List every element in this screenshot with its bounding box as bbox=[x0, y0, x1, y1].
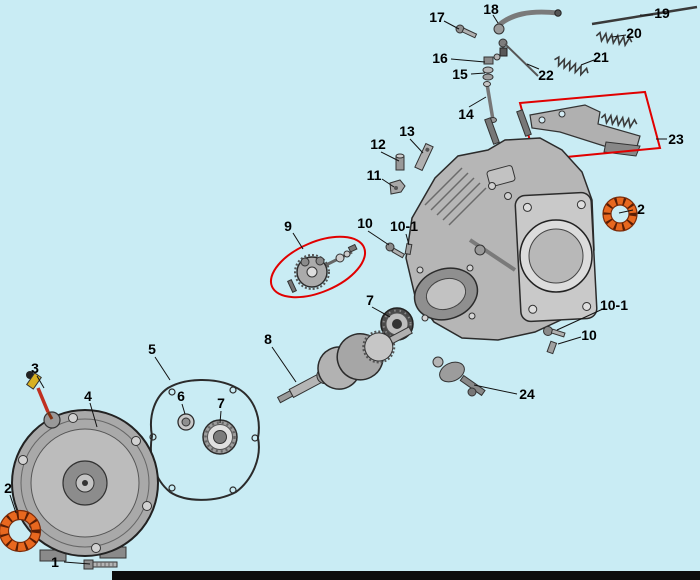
callout-21[interactable]: 21 bbox=[593, 49, 609, 65]
oil-seal-left bbox=[0, 509, 42, 553]
oil-seal-right bbox=[602, 196, 638, 232]
oil-filler-neck bbox=[43, 411, 61, 429]
governor-link-rod bbox=[504, 43, 539, 77]
case-pin-right bbox=[546, 340, 558, 355]
governor-gear-assembly bbox=[286, 243, 358, 293]
throttle-rod bbox=[591, 5, 698, 26]
callout-10-1-top[interactable]: 10-1 bbox=[389, 218, 419, 234]
callout-17[interactable]: 17 bbox=[429, 9, 445, 25]
callout-10-top[interactable]: 10 bbox=[357, 215, 373, 231]
side-plate bbox=[414, 142, 434, 172]
engine-block-illustration bbox=[405, 109, 598, 341]
dipstick-illustration bbox=[26, 371, 54, 420]
callout-12[interactable]: 12 bbox=[370, 136, 386, 152]
callout-7-mid[interactable]: 7 bbox=[366, 292, 374, 308]
callout-6[interactable]: 6 bbox=[177, 388, 185, 404]
governor-arm bbox=[493, 9, 562, 57]
callout-19[interactable]: 19 bbox=[654, 5, 670, 21]
control-bracket-assembly bbox=[529, 104, 641, 157]
pivot-pin bbox=[395, 153, 405, 171]
callout-2-left[interactable]: 2 bbox=[4, 480, 12, 496]
crankcase-cover-illustration bbox=[11, 409, 159, 562]
callout-24[interactable]: 24 bbox=[519, 386, 535, 402]
callout-5[interactable]: 5 bbox=[148, 341, 156, 357]
flange-bolt-illustration bbox=[83, 559, 118, 570]
breather-assembly bbox=[432, 356, 486, 397]
callout-20[interactable]: 20 bbox=[626, 25, 642, 41]
governor-rod-shaft bbox=[483, 81, 497, 123]
callout-7-left[interactable]: 7 bbox=[217, 395, 225, 411]
callout-18[interactable]: 18 bbox=[483, 1, 499, 17]
callout-16[interactable]: 16 bbox=[432, 50, 448, 66]
callout-10-1-right[interactable]: 10-1 bbox=[599, 297, 629, 313]
case-bolt-right bbox=[543, 326, 566, 338]
main-bearing-left bbox=[202, 419, 238, 455]
callout-1[interactable]: 1 bbox=[51, 554, 59, 570]
callout-4[interactable]: 4 bbox=[84, 388, 92, 404]
callout-23[interactable]: 23 bbox=[668, 131, 684, 147]
callout-8[interactable]: 8 bbox=[264, 331, 272, 347]
callout-2-right[interactable]: 2 bbox=[637, 201, 645, 217]
callout-3[interactable]: 3 bbox=[31, 360, 39, 376]
arm-nut bbox=[483, 53, 501, 65]
cooling-fins bbox=[424, 167, 487, 226]
callout-11[interactable]: 11 bbox=[366, 167, 382, 183]
crankshaft-illustration bbox=[276, 326, 413, 404]
gasket-illustration bbox=[149, 379, 260, 501]
case-bolt-top bbox=[385, 242, 406, 259]
callout-14[interactable]: 14 bbox=[458, 106, 474, 122]
bottom-bar bbox=[112, 571, 700, 580]
callout-10-right[interactable]: 10 bbox=[581, 327, 597, 343]
callout-22[interactable]: 22 bbox=[538, 67, 554, 83]
crankcase-opening bbox=[413, 264, 479, 322]
arm-pinch-bolt bbox=[455, 24, 478, 39]
leader-lines bbox=[9, 14, 667, 565]
governor-highlight-ellipse bbox=[269, 235, 367, 299]
intake-flange bbox=[486, 165, 516, 187]
callout-9[interactable]: 9 bbox=[284, 218, 292, 234]
arm-washers bbox=[482, 66, 494, 81]
callout-15[interactable]: 15 bbox=[452, 66, 468, 82]
head-studs bbox=[484, 109, 532, 145]
small-seal bbox=[177, 413, 195, 431]
bracket-clip bbox=[389, 179, 406, 195]
return-spring-lower bbox=[552, 55, 591, 78]
callout-13[interactable]: 13 bbox=[399, 123, 415, 139]
case-pin-top bbox=[404, 243, 413, 256]
